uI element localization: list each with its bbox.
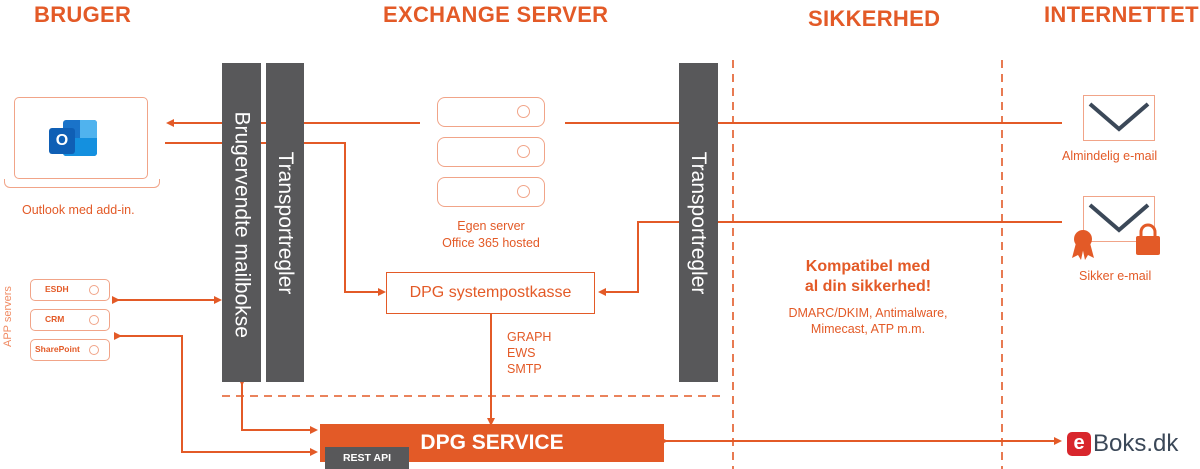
app-server-esdh-label: ESDH [45,284,69,294]
envelope-icon [1083,95,1155,141]
eboks-wordmark: Boks.dk [1093,430,1179,457]
app-server-sharepoint-label: SharePoint [35,344,80,354]
secure-email-caption: Sikker e-mail [1079,269,1152,283]
app-server-esdh: ESDH [30,279,110,301]
laptop-icon: O [14,97,148,179]
secure-envelope-icon [1083,196,1155,242]
transport-rules-left: Transportregler [266,63,304,382]
dpg-service-label: DPG SERVICE [420,431,564,454]
protocols-list: GRAPH EWS SMTP [507,329,551,377]
lock-icon [1136,223,1160,255]
app-server-sharepoint: SharePoint [30,339,110,361]
laptop-base [4,179,160,188]
app-server-crm-label: CRM [45,314,65,324]
mailbox-column: Brugervendte mailbokse [222,63,261,382]
protocol-smtp: SMTP [507,362,542,376]
server-unit [437,137,545,167]
header-exchange-server: EXCHANGE SERVER [383,2,609,27]
header-sikkerhed: SIKKERHED [808,6,941,31]
server-caption-line1: Egen server [457,219,525,233]
server-caption-line2: Office 365 hosted [442,236,540,250]
award-badge-icon [1072,230,1094,260]
protocol-ews: EWS [507,346,536,360]
normal-email-caption: Almindelig e-mail [1062,149,1158,163]
security-title: Kompatibel med al din sikkerhed! [804,258,932,295]
protocol-graph: GRAPH [507,330,552,344]
app-server-crm: CRM [30,309,110,331]
server-unit [437,97,545,127]
eboks-logo: e Boks.dk [1067,430,1197,460]
header-internettet: INTERNETTET [1044,2,1199,27]
security-text: DMARC/DKIM, Antimalware, Mimecast, ATP m… [788,306,948,336]
outlook-caption: Outlook med add-in. [22,203,135,217]
rest-api-tab: REST API [325,447,409,469]
outlook-icon: O [49,118,101,162]
header-bruger: BRUGER [34,2,132,27]
dpg-systempostkasse-box: DPG systempostkasse [386,272,595,314]
transport-rules-right: Transportregler [679,63,718,382]
server-unit [437,177,545,207]
eboks-e-mark: e [1067,432,1091,456]
